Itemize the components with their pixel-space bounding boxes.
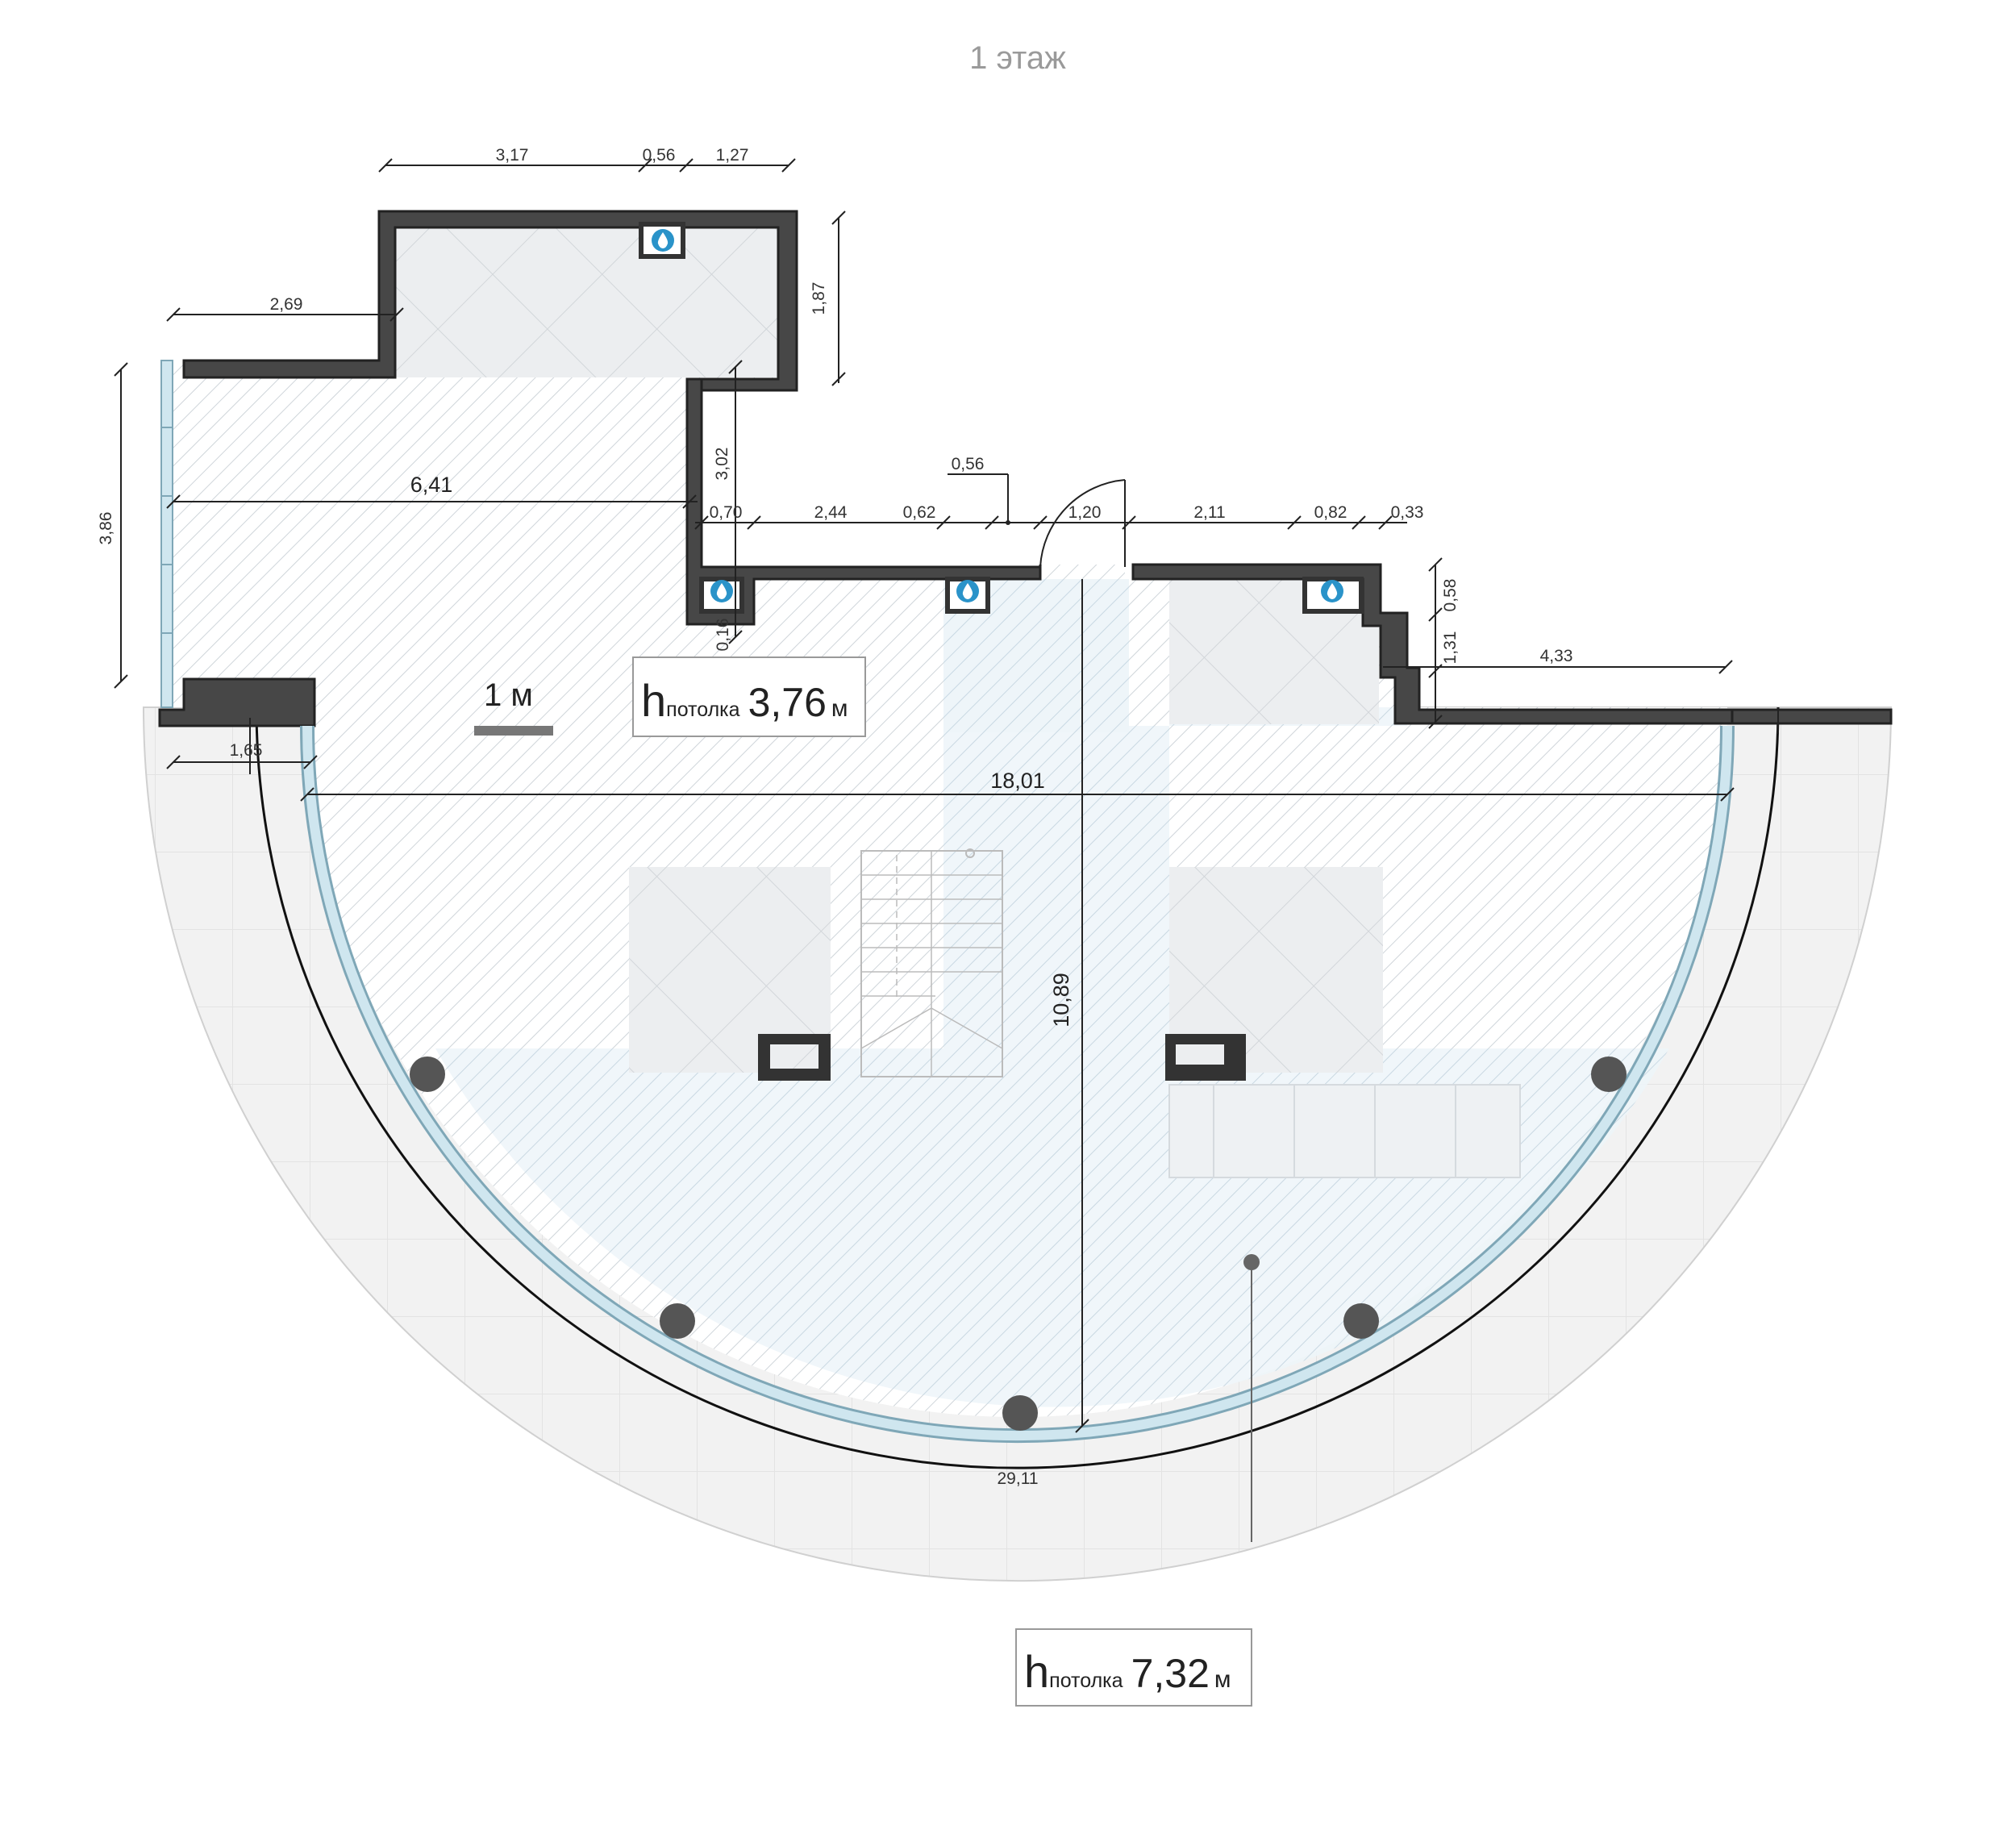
svg-text:29,11: 29,11 xyxy=(998,1469,1039,1488)
page-title: 1 этаж xyxy=(969,40,1066,76)
svg-text:0,70: 0,70 xyxy=(710,503,743,522)
svg-text:1,65: 1,65 xyxy=(230,741,263,760)
svg-text:1,87: 1,87 xyxy=(810,282,828,315)
svg-text:3,86: 3,86 xyxy=(97,512,115,545)
svg-text:0,82: 0,82 xyxy=(1314,503,1347,522)
columns xyxy=(410,1057,1627,1431)
svg-text:18,01: 18,01 xyxy=(990,769,1045,793)
wet-room-top xyxy=(390,228,779,377)
svg-text:10,89: 10,89 xyxy=(1049,973,1073,1027)
svg-text:3,02: 3,02 xyxy=(713,448,731,481)
left-window xyxy=(160,360,173,708)
scale-bar xyxy=(474,726,553,736)
svg-text:2,69: 2,69 xyxy=(270,295,303,314)
svg-text:0,56: 0,56 xyxy=(643,146,676,165)
svg-text:3,17: 3,17 xyxy=(496,146,529,165)
water-drop-icon xyxy=(1321,580,1343,602)
counter xyxy=(1168,1084,1521,1178)
svg-text:1,20: 1,20 xyxy=(1068,503,1102,522)
arc-dimension-line xyxy=(255,706,1780,1469)
dimension-lines xyxy=(114,158,1779,1433)
curved-glazing-inner xyxy=(302,725,1732,1441)
svg-text:6,41: 6,41 xyxy=(410,473,453,497)
scale-bar-label: 1 м xyxy=(484,677,533,713)
svg-text:2,11: 2,11 xyxy=(1193,503,1225,522)
svg-text:0,33: 0,33 xyxy=(1391,503,1424,522)
water-drop-icon xyxy=(710,580,733,602)
svg-text:0,58: 0,58 xyxy=(1441,579,1460,612)
dimension-labels: 3,17 0,56 1,27 1,87 2,69 3,86 6,41 3,02 … xyxy=(97,146,1572,1488)
svg-text:1,31: 1,31 xyxy=(1441,631,1460,665)
svg-text:1,27: 1,27 xyxy=(716,146,749,165)
water-drop-icon xyxy=(956,580,979,602)
svg-text:0,62: 0,62 xyxy=(903,503,936,522)
svg-text:0,16: 0,16 xyxy=(714,619,732,652)
staircase xyxy=(860,848,1003,1077)
entrance-door xyxy=(1039,479,1135,579)
svg-text:0,56: 0,56 xyxy=(952,455,985,473)
water-drop-icon xyxy=(652,229,674,252)
svg-text:4,33: 4,33 xyxy=(1540,647,1573,665)
svg-text:2,44: 2,44 xyxy=(814,503,848,522)
